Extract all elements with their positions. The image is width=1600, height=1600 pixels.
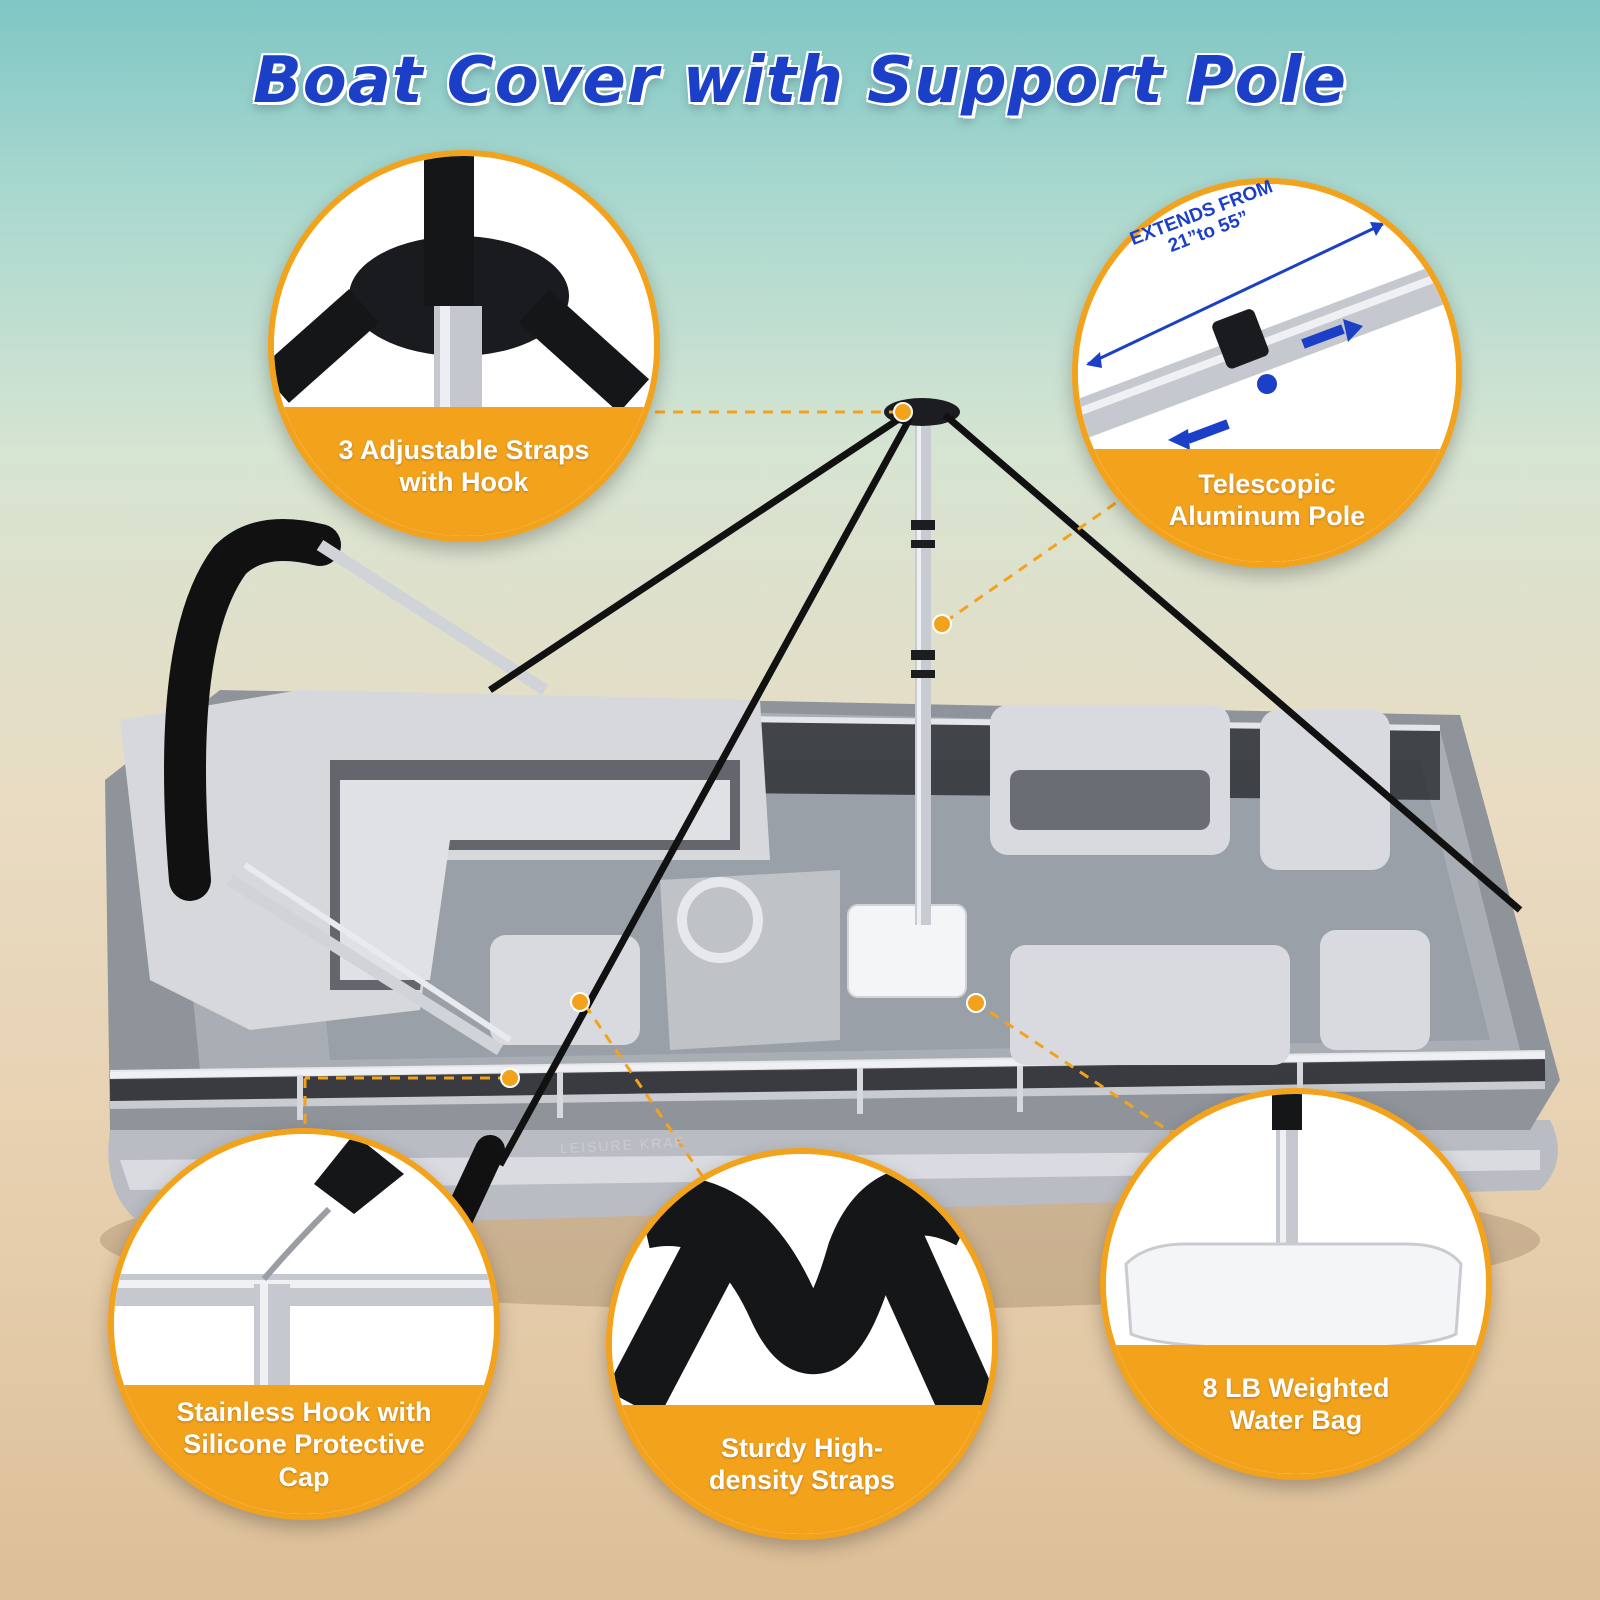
callout-label: Stainless Hook with Silicone Protective … — [114, 1384, 494, 1514]
page-title: Boat Cover with Support Pole — [252, 44, 1348, 118]
callout-label: 3 Adjustable Straps with Hook — [274, 406, 654, 536]
callout-sturdy-straps: Sturdy High- density Straps — [606, 1148, 998, 1540]
leader-dots — [500, 402, 986, 1088]
water-bag — [847, 904, 967, 998]
straps — [488, 412, 1523, 1167]
boat-body — [105, 690, 1560, 1130]
callout-label: Telescopic Aluminum Pole — [1078, 448, 1456, 562]
callout-water-bag: 8 LB Weighted Water Bag — [1100, 1088, 1492, 1480]
callout-label: 8 LB Weighted Water Bag — [1106, 1344, 1486, 1474]
callout-telescopic-pole: Telescopic Aluminum Pole — [1072, 178, 1462, 568]
callout-adjustable-straps: 3 Adjustable Straps with Hook — [268, 150, 660, 542]
bimini-frame — [164, 519, 549, 1056]
callout-label: Sturdy High- density Straps — [612, 1404, 992, 1534]
callout-stainless-hook: Stainless Hook with Silicone Protective … — [108, 1128, 500, 1520]
